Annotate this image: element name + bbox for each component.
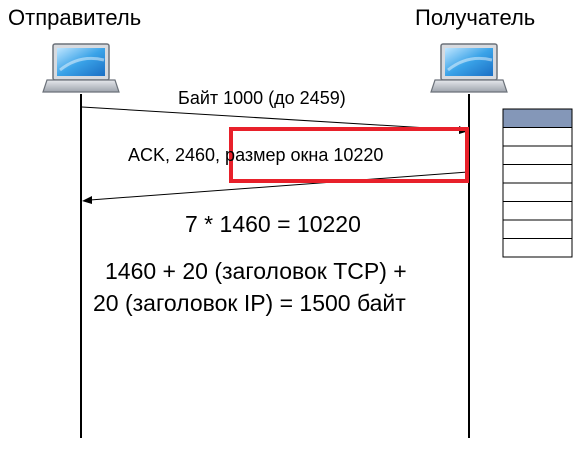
buffer-slot-empty — [502, 145, 573, 165]
window-calculation: 7 * 1460 = 10220 — [185, 211, 361, 237]
ack-arrow — [82, 171, 469, 204]
sender-laptop-icon — [42, 43, 120, 93]
buffer-slot-empty — [502, 127, 573, 147]
window-size-highlight — [229, 127, 469, 183]
buffer-slot-empty — [502, 201, 573, 221]
buffer-slot-empty — [502, 182, 573, 202]
sender-title: Отправитель — [8, 5, 142, 30]
segment-label: Байт 1000 (до 2459) — [178, 88, 346, 108]
ack-label: ACK, 2460, размер окна 10220 — [128, 145, 384, 165]
receive-buffer — [502, 108, 573, 258]
buffer-slot-filled — [502, 108, 573, 128]
packet-size-line-1: 1460 + 20 (заголовок TCP) + — [105, 258, 407, 284]
buffer-slot-empty — [502, 238, 573, 258]
buffer-slot-empty — [502, 164, 573, 184]
packet-size-line-2: 20 (заголовок IP) = 1500 байт — [93, 290, 406, 316]
receiver-title: Получатель — [415, 5, 536, 30]
receiver-laptop-icon — [430, 43, 508, 93]
buffer-slot-empty — [502, 219, 573, 239]
